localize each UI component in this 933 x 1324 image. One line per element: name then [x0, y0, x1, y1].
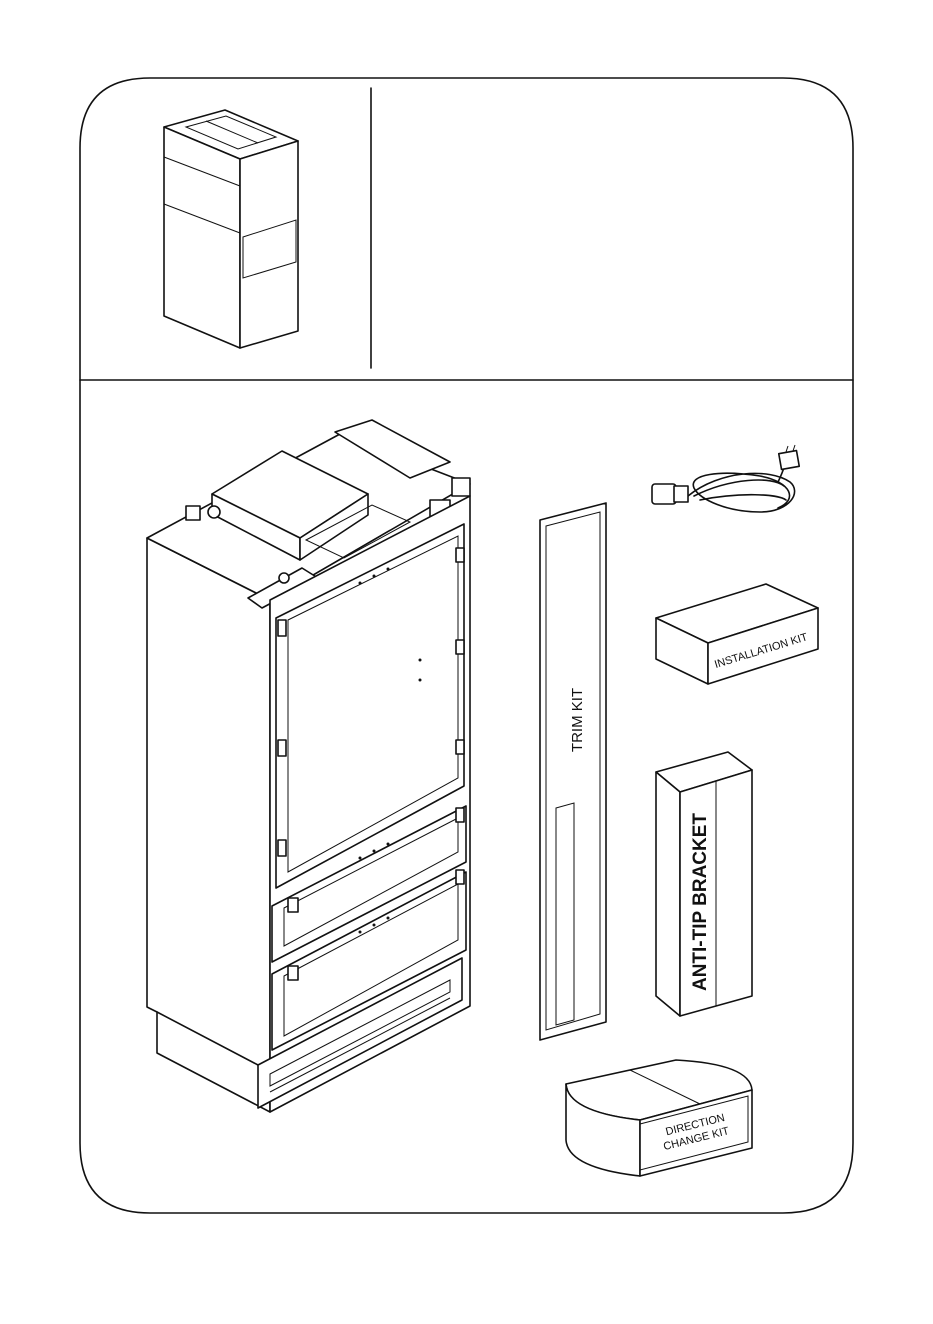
- anti-tip-bracket-illustration: ANTI-TIP BRACKET: [656, 752, 752, 1016]
- packed-box-illustration: [164, 110, 298, 348]
- anti-tip-bracket-label: ANTI-TIP BRACKET: [690, 813, 711, 991]
- trim-kit-label: TRIM KIT: [569, 688, 586, 752]
- power-cord-icon: [652, 445, 799, 512]
- installation-kit-illustration: INSTALLATION KIT: [656, 584, 818, 684]
- refrigerator-illustration: [147, 420, 470, 1112]
- trim-kit-illustration: TRIM KIT: [540, 503, 606, 1040]
- direction-change-kit-illustration: DIRECTION CHANGE KIT: [566, 1060, 752, 1176]
